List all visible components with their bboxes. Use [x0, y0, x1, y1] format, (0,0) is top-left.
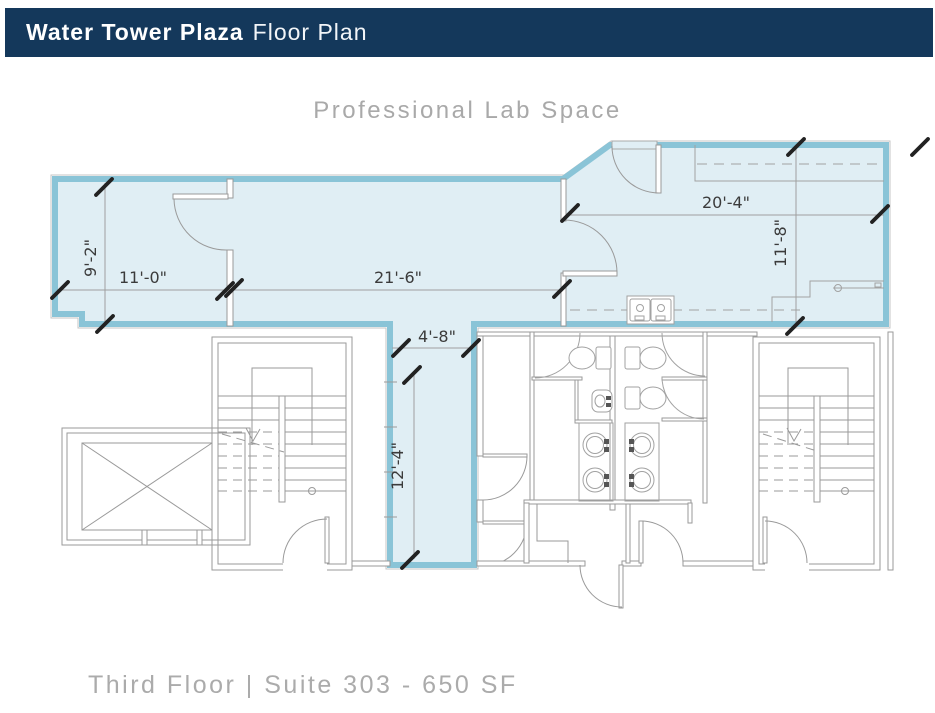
door-swing-arc — [611, 145, 660, 194]
door-swing-arc — [173, 198, 229, 251]
toilet — [639, 346, 667, 370]
dim-corridor-length: 21'-6" — [374, 268, 422, 287]
door-leaf — [562, 270, 618, 277]
toilet-tank — [624, 346, 641, 370]
dimension-labels: 9'-2" 11'-0" 21'-6" 20'-4" 11'-8" 4'-8" … — [81, 193, 790, 490]
lobby-walls — [351, 331, 894, 609]
hall-wall — [476, 335, 528, 567]
door-leaf — [762, 516, 768, 564]
restrooms — [476, 331, 758, 511]
building-name: Water Tower Plaza — [26, 19, 244, 45]
sink-faucet — [657, 304, 665, 312]
door-swing-arc — [764, 520, 808, 564]
toilet — [568, 346, 596, 370]
door-swing-arc — [482, 455, 528, 501]
toilet-tank — [595, 346, 612, 370]
sink-counter — [578, 422, 614, 502]
elevator — [61, 427, 251, 546]
header-bar: Water Tower Plaza Floor Plan — [5, 8, 933, 57]
dim-hall-length: 12'-4" — [388, 442, 407, 490]
toilet — [639, 386, 667, 410]
dim-lab-height: 11'-8" — [771, 219, 790, 267]
dim-hall-width: 4'-8" — [418, 327, 456, 346]
top-wall-door-opening — [611, 140, 658, 150]
door-leaf — [172, 193, 229, 200]
stairwell-left — [211, 336, 353, 571]
corner-counter — [771, 280, 884, 322]
stall-door-arc — [661, 332, 706, 377]
door-leaf — [482, 453, 528, 458]
door-swing-arc — [482, 521, 528, 567]
lab-casework — [570, 145, 884, 325]
dimension-ticks — [50, 137, 930, 570]
stairwell-right — [752, 336, 881, 571]
page-title: Floor Plan — [252, 19, 368, 45]
window-mullions — [384, 381, 397, 518]
dim-lab-width: 20'-4" — [702, 193, 750, 212]
suite-outer-outline — [50, 140, 891, 570]
stall-door-arc — [534, 332, 581, 379]
upper-counter — [694, 145, 884, 182]
door-leaf — [324, 516, 330, 564]
suite-highlight-area — [52, 142, 889, 568]
door-swing-arc — [579, 564, 623, 608]
door-leaf — [618, 564, 624, 609]
dim-room-height: 9'-2" — [81, 239, 100, 277]
dimension-lines — [57, 147, 884, 559]
door-swing-arc — [282, 518, 328, 564]
sink-faucet — [636, 304, 644, 312]
door-leaf — [655, 144, 662, 194]
door-leaf — [638, 520, 644, 564]
toilet-tank — [624, 386, 641, 410]
stall-door-arc — [661, 376, 705, 420]
floor-suite-caption: Third Floor | Suite 303 - 650 SF — [88, 671, 518, 699]
plan-title: Professional Lab Space — [313, 97, 622, 124]
exterior-wall-right — [887, 331, 894, 571]
dim-room-width: 11'-0" — [119, 268, 167, 287]
door-swing-arc — [640, 520, 684, 564]
door-leaf — [482, 520, 528, 525]
sink-counter — [624, 422, 660, 502]
stair-treads — [759, 395, 874, 492]
door-swing-arc — [563, 219, 618, 274]
